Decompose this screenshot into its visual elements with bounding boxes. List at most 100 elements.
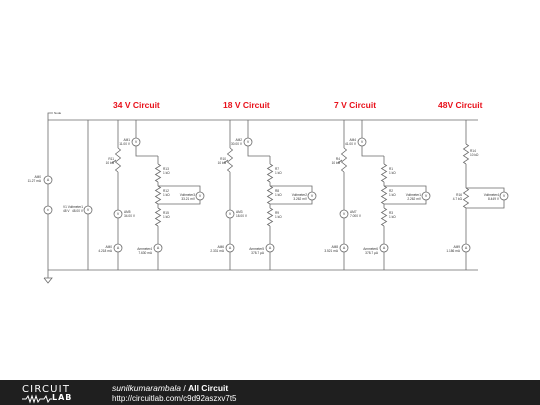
c18-ammeter2-label-0: Ammeter5 — [249, 247, 264, 251]
circuit-url-link[interactable]: http://circuitlab.com/c9d92aszxv7t5 — [112, 394, 237, 403]
c7-ammeter-label-1: 3.521 mA — [324, 249, 339, 253]
c7-voltmeter-label-0: Voltmeter1 — [406, 193, 421, 197]
c34-r-top-label-0: R13 — [163, 167, 169, 171]
c18-pot-label-1: 10 kΩ — [218, 161, 227, 165]
c18-top-meter-label-1: 30.00 V — [231, 142, 243, 146]
c34-ammeter-icon-glyph: A — [117, 246, 120, 250]
circuit-title-link[interactable]: All Circuit — [188, 383, 229, 393]
main-voltmeter-label-0: Voltmeter1 — [68, 205, 83, 209]
c48-r-mid-label-0: R16 — [456, 193, 462, 197]
c34-top-meter-icon-glyph: V — [135, 140, 138, 144]
ground-icon — [43, 277, 53, 284]
c7-r-mid-label-1: 1 kΩ — [389, 193, 396, 197]
battery-label-1: 48 V — [63, 209, 70, 213]
source-ammeter-icon-glyph: A — [47, 178, 50, 182]
byline-separator: / — [180, 383, 189, 393]
c34-pot-icon — [114, 147, 122, 173]
waveform-icon — [22, 394, 52, 404]
c7-ammeter2-icon-glyph: A — [383, 246, 386, 250]
c18-mid-meter-label-0: AM3 — [236, 210, 243, 214]
c18-ammeter2-icon-glyph: A — [269, 246, 272, 250]
byline: sunilkumarambala / All Circuit — [112, 383, 228, 393]
c34-voltmeter-label-0: Voltmeter3 — [180, 193, 195, 197]
c34-voltmeter-wire-bot — [158, 200, 201, 205]
c7-top-meter-out — [361, 146, 384, 157]
c7-r-mid-label-0: R2 — [389, 189, 393, 193]
c18-ammeter-icon-glyph: A — [229, 246, 232, 250]
logo-text-lab: LAB — [52, 393, 73, 402]
c34-mid-meter-label-0: AM5 — [124, 210, 131, 214]
c34-ammeter2-label-1: 7.630 mA — [138, 251, 153, 255]
c18-voltmeter-icon-glyph: V — [311, 194, 314, 198]
c7-r-top-label-1: 1 kΩ — [389, 171, 396, 175]
c48-voltmeter-wire-bot — [466, 200, 505, 209]
c34-r-bot-label-0: R15 — [163, 211, 169, 215]
node-flag — [47, 112, 53, 120]
c48-r-top-label-1: 10 kΩ — [470, 153, 479, 157]
c7-r-bot-icon — [380, 207, 388, 227]
title-18v-circuit: 18 V Circuit — [223, 100, 270, 110]
c18-top-meter-out — [247, 146, 270, 157]
c34-top-meter-out — [135, 146, 158, 157]
c34-r-mid-icon — [154, 185, 162, 205]
c18-r-bot-label-0: R9 — [275, 211, 279, 215]
c18-top-meter-label-0: AM2 — [235, 138, 242, 142]
title-7v-circuit: 7 V Circuit — [334, 100, 377, 110]
c7-voltmeter-wire-top — [384, 185, 427, 192]
c7-voltmeter-icon-glyph: V — [425, 194, 428, 198]
c7-r-bot-label-0: R3 — [389, 211, 393, 215]
main-voltmeter-icon-glyph: V — [87, 208, 90, 212]
c7-pot-label-1: 10 kΩ — [332, 161, 341, 165]
c48-voltmeter-label-1: 8.449 V — [488, 197, 500, 201]
c34-ammeter2-icon-glyph: A — [157, 246, 160, 250]
c34-voltmeter-label-1: 33.21 mV — [181, 197, 196, 201]
c48-r-mid-label-1: 4.7 kΩ — [453, 197, 463, 201]
c7-mid-meter-icon-glyph: V — [343, 212, 346, 216]
c34-pot-icon-wiper — [111, 159, 117, 164]
c7-top-meter-label-1: 41.00 V — [345, 142, 357, 146]
c7-r-top-icon — [380, 163, 388, 183]
c7-mid-meter-label-1: 7.000 V — [350, 214, 362, 218]
source-ammeter-label-1: 11.27 mA — [28, 179, 42, 183]
circuitlab-logo[interactable]: CIRCUIT LAB — [22, 384, 94, 404]
c34-r-mid-label-1: 1 kΩ — [163, 193, 170, 197]
title-34v-circuit: 34 V Circuit — [113, 100, 160, 110]
c7-voltmeter-wire-bot — [384, 200, 427, 205]
c48-voltmeter-label-0: Voltmeter4 — [484, 193, 499, 197]
c18-ammeter2-label-1: 378.7 µA — [251, 251, 265, 255]
c34-r-top-label-1: 1 kΩ — [163, 171, 170, 175]
c34-top-meter-label-0: AM1 — [123, 138, 130, 142]
c18-voltmeter-wire-top — [270, 185, 313, 192]
c34-pot-label-0: R11 — [108, 157, 114, 161]
c7-top-meter-icon-glyph: V — [361, 140, 364, 144]
battery-icon-glyph: ± — [47, 208, 49, 212]
c18-pot-icon-wiper — [223, 159, 229, 164]
node-label: Node — [54, 111, 62, 115]
footer-bar: CIRCUIT LAB sunilkumarambala / All Circu… — [0, 380, 540, 405]
c18-r-bot-label-1: 1 kΩ — [275, 215, 282, 219]
c34-mid-meter-label-1: 34.00 V — [124, 214, 136, 218]
c34-pot-label-1: 10 kΩ — [106, 161, 115, 165]
c7-ammeter2-label-1: 378.7 µA — [365, 251, 379, 255]
c7-voltmeter-label-1: 2.262 mV — [407, 197, 422, 201]
c7-ammeter-label-0: AM8 — [331, 245, 338, 249]
c48-r-top-icon — [462, 143, 470, 165]
c18-r-top-icon — [266, 163, 274, 183]
c34-r-bot-icon — [154, 207, 162, 227]
c34-ammeter-label-0: AM0 — [105, 245, 112, 249]
c18-voltmeter-wire-bot — [270, 200, 313, 205]
c7-top-meter-label-0: AM4 — [349, 138, 356, 142]
c7-r-bot-label-1: 1 kΩ — [389, 215, 396, 219]
author-link[interactable]: sunilkumarambala — [112, 383, 181, 393]
title-48v-circuit: 48V Circuit — [438, 100, 483, 110]
c18-mid-meter-icon-glyph: V — [229, 212, 232, 216]
c7-pot-icon-wiper — [337, 159, 343, 164]
c34-voltmeter-wire-top — [158, 185, 201, 192]
c18-r-mid-icon — [266, 185, 274, 205]
c34-voltmeter-icon-glyph: V — [199, 194, 202, 198]
c18-pot-label-0: R10 — [220, 157, 226, 161]
c18-ammeter-label-0: AM6 — [217, 245, 224, 249]
c18-top-meter-icon-glyph: V — [247, 140, 250, 144]
c48-r-top-label-0: R14 — [470, 149, 476, 153]
